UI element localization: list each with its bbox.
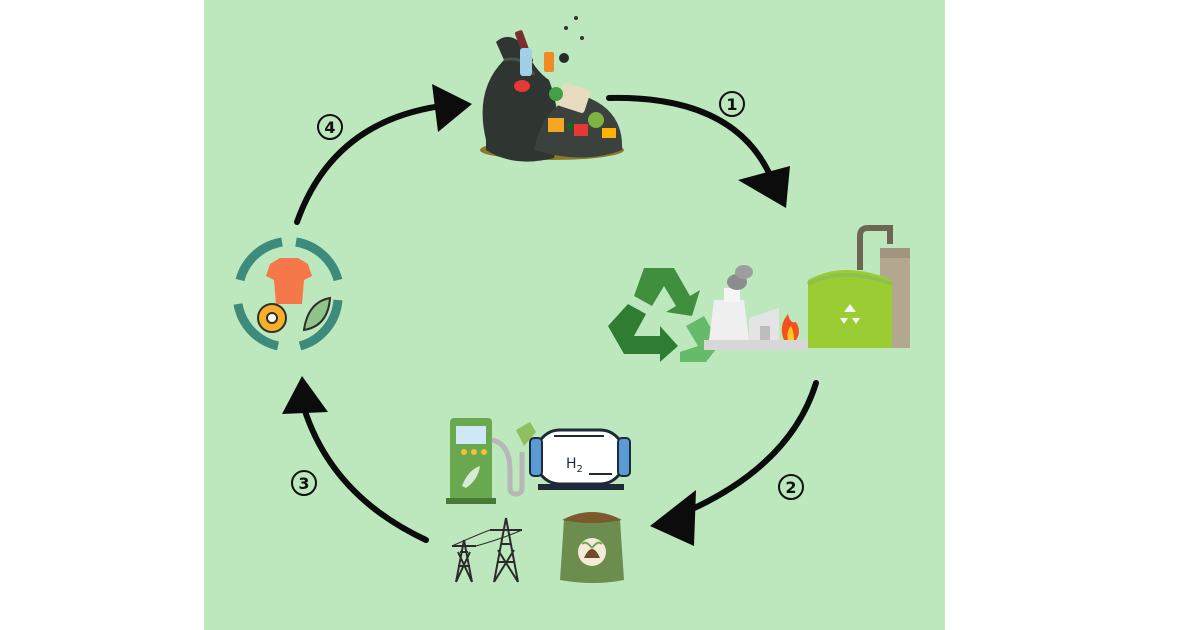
fuel-pump-icon [446, 418, 536, 504]
power-pylon-icon [451, 517, 523, 583]
fertilizer-sack-icon [560, 512, 624, 583]
step-marker-1: 1 [719, 91, 745, 117]
step-marker-2: 2 [778, 474, 804, 500]
garbage-bag-pile-icon [480, 16, 624, 162]
arrow-3 [301, 405, 429, 543]
step-marker-4: 4 [317, 114, 343, 140]
step-label-4: 4 [324, 118, 335, 137]
arrow-4 [294, 102, 452, 225]
hydrogen-tank-label: H2 [566, 456, 583, 475]
arrow-1 [606, 94, 779, 193]
diagram-panel: 1 2 3 4 [204, 0, 945, 630]
cycle-arrows [294, 94, 819, 543]
arrow-1-head [738, 166, 790, 208]
step-label-3: 3 [298, 474, 309, 493]
arrow-2-head [650, 490, 696, 546]
step-label-1: 1 [726, 95, 737, 114]
arrow-heads [282, 84, 790, 546]
hydrogen-tank-icon: H2 [529, 428, 631, 490]
recycle-icon [608, 268, 720, 362]
step-label-2: 2 [785, 478, 796, 497]
factory-icon [704, 265, 808, 350]
arrow-3-head [282, 376, 328, 414]
arrow-2 [671, 380, 819, 520]
biogas-digester-icon [807, 225, 910, 348]
arrow-4-head [432, 84, 472, 132]
cycle-diagram: 1 2 3 4 [204, 0, 945, 630]
step-marker-3: 3 [291, 470, 317, 496]
circular-economy-icon [233, 237, 343, 351]
